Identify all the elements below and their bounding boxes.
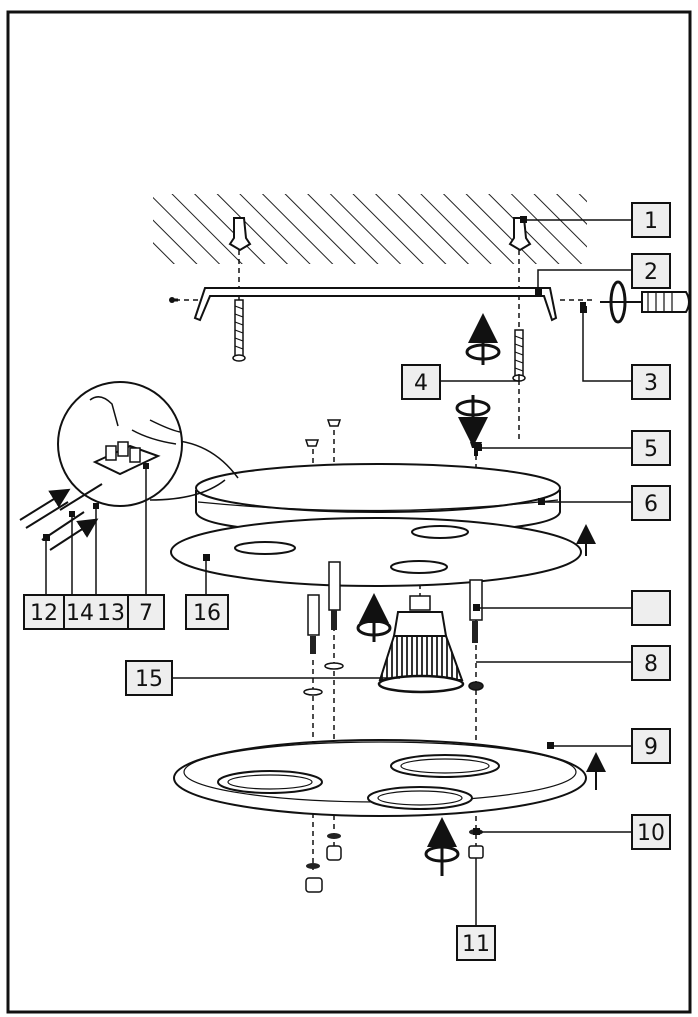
svg-text:9: 9 <box>644 735 658 760</box>
screwdriver-icon <box>600 280 690 324</box>
ceiling-screw-left <box>232 299 246 362</box>
svg-text:11: 11 <box>462 932 490 957</box>
part-label-10: 10 <box>631 814 671 850</box>
mounting-bracket <box>169 287 558 322</box>
base-plate <box>170 517 596 587</box>
part-label-4: 4 <box>401 364 441 400</box>
lower-caps <box>305 829 484 893</box>
svg-text:14: 14 <box>66 601 94 626</box>
rotate-arrow-lower <box>455 395 491 447</box>
svg-text:7: 7 <box>139 601 153 626</box>
part-label-9: 9 <box>631 728 671 764</box>
part-label-12: 12 <box>23 594 65 630</box>
led-bulb <box>377 595 465 694</box>
svg-text:1: 1 <box>644 209 658 234</box>
part-label-11: 11 <box>456 925 496 961</box>
supply-wires <box>19 483 103 551</box>
cover-plate <box>173 739 606 817</box>
spacer-rod-right <box>469 579 483 643</box>
washers <box>303 662 484 696</box>
part-label-7: 7 <box>127 594 165 630</box>
wall-plug-left <box>228 217 252 252</box>
svg-text:6: 6 <box>644 492 658 517</box>
page-frame <box>6 10 692 1014</box>
leader-dots <box>43 216 587 835</box>
svg-text:13: 13 <box>97 601 125 626</box>
spacer-rod-left <box>307 594 320 654</box>
svg-text:16: 16 <box>193 601 221 626</box>
part-label-6: 6 <box>631 485 671 521</box>
leader-lines <box>45 219 632 926</box>
part-label-14-13: 14 13 <box>63 594 129 630</box>
svg-text:2: 2 <box>644 260 658 285</box>
svg-text:5: 5 <box>644 437 658 462</box>
rotate-arrow-cap <box>424 817 460 876</box>
svg-text:3: 3 <box>644 371 658 396</box>
spacer-rod-middle <box>328 561 341 630</box>
part-label-3: 3 <box>631 364 671 400</box>
svg-text:12: 12 <box>30 601 58 626</box>
svg-text:4: 4 <box>414 371 428 396</box>
rotate-arrow-upper <box>465 313 501 365</box>
canopy-screw-left <box>304 419 342 447</box>
part-label-5: 5 <box>631 430 671 466</box>
ceiling-screw-right <box>512 329 526 382</box>
svg-text:15: 15 <box>135 667 163 692</box>
part-label-8: 8 <box>631 645 671 681</box>
part-label-1: 1 <box>631 202 671 238</box>
rotate-arrow-bulb <box>356 593 392 642</box>
svg-text:10: 10 <box>637 821 665 846</box>
part-label-empty <box>631 590 671 626</box>
svg-text:8: 8 <box>644 652 658 677</box>
part-label-2: 2 <box>631 253 671 289</box>
terminal-detail <box>57 381 239 507</box>
part-label-15: 15 <box>125 660 173 696</box>
part-label-16: 16 <box>185 594 229 630</box>
